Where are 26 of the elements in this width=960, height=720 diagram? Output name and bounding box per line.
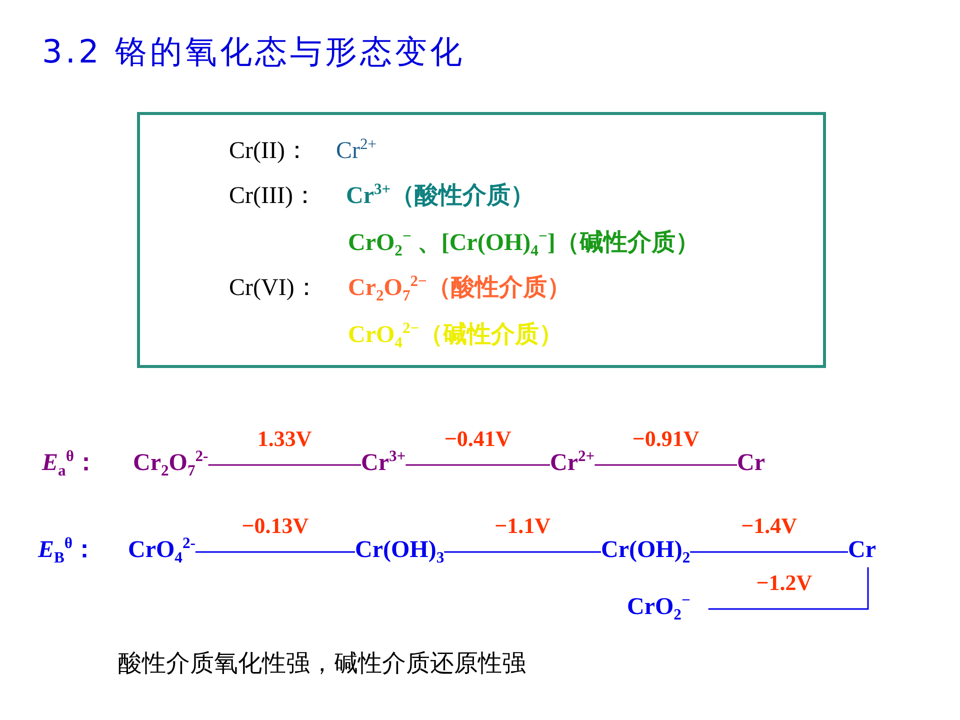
species-formula: Cr [737, 450, 765, 476]
summary-note: 酸性介质氧化性强，碱性介质还原性强 [118, 650, 526, 678]
species-formula: Cr [848, 536, 876, 564]
species-formula: Cr$_{2}$O$_{7}$$^{2−}$（酸性介质） [348, 274, 571, 302]
potential-symbol: E$_{B}$$^{θ}$： [38, 536, 97, 564]
connector-line [208, 464, 361, 466]
species-formula: CrO$_{4}$$^{2−}$（碱性介质） [348, 322, 564, 348]
species-formula: Cr$^{2+}$ [336, 138, 377, 164]
connector-line [708, 567, 869, 610]
species-box [137, 112, 826, 368]
slide-title: 3.2 铬的氧化态与形态变化 [42, 34, 466, 70]
oxidation-state-label: Cr(II)： [229, 138, 309, 164]
connector-line [594, 464, 737, 466]
connector-line [690, 551, 848, 553]
oxidation-state-label: Cr(III)： [229, 182, 317, 210]
connector-line [195, 551, 355, 553]
potential-symbol: E$_{a}$$^{θ}$： [42, 450, 98, 476]
species-formula: Cr(OH)$_{3}$ [355, 536, 444, 564]
connector-line [444, 551, 601, 553]
species-formula: Cr$^{3+}$ [361, 450, 406, 476]
oxidation-state-label: Cr(VI)： [229, 274, 318, 302]
species-formula: CrO$_{2}$$^{−}$ 、[Cr(OH)$_{4}$$^{−}$]（碱性介质） [348, 230, 700, 256]
species-formula: Cr$^{3+}$（酸性介质） [346, 182, 535, 210]
connector-line [406, 464, 550, 466]
species-formula: Cr$^{2+}$ [550, 450, 595, 476]
species-formula: Cr(OH)$_{2}$ [601, 536, 690, 564]
